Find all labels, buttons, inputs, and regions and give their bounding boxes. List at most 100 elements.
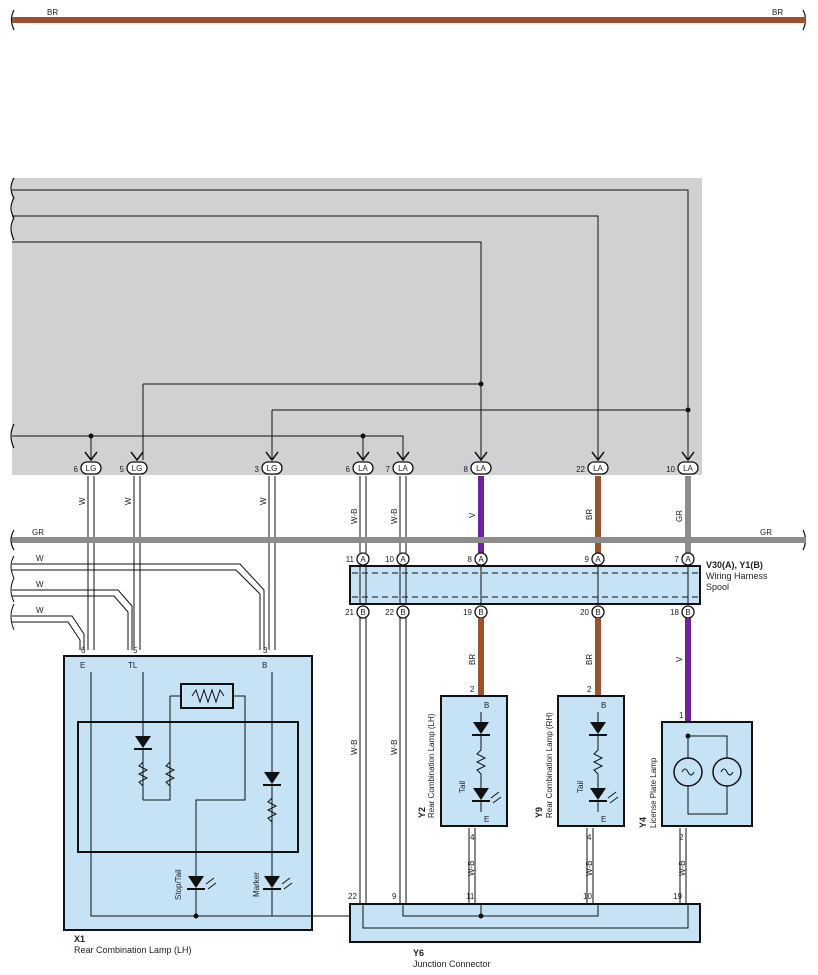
spool-pin-number: 22 — [385, 608, 394, 617]
spool-pin-bottom-4: B18 — [670, 605, 695, 619]
lower-label-wb1: W-B — [350, 740, 359, 755]
upper-connector-code: LA — [593, 464, 603, 473]
spool-pin-number: 8 — [468, 555, 473, 564]
spool-pin-code: A — [478, 555, 484, 564]
x1-pin-5: 5 — [133, 646, 138, 655]
upper-connector-code: LA — [398, 464, 408, 473]
y9-tail-label: Tail — [576, 781, 585, 793]
x1-terminal-tl: TL — [128, 661, 138, 670]
y2-pin-top: 2 — [470, 685, 475, 694]
spool-pin-bottom-2: B19 — [463, 605, 488, 619]
left-wire-label-1: W — [36, 554, 44, 563]
spool-pin-number: 10 — [385, 555, 394, 564]
x1-rear-combination-lamp: 6 5 3 E TL B — [63, 646, 363, 955]
spool-pin-top-0: A11 — [346, 552, 370, 566]
spool-pin-top-3: A9 — [585, 552, 605, 566]
lower-wires — [359, 618, 691, 904]
upper-connector-pin: 6 — [346, 465, 351, 474]
y2-id: Y2 — [417, 807, 427, 818]
upper-connector-code: LG — [267, 464, 278, 473]
lower-label-br2: BR — [585, 654, 594, 665]
spool-pin-code: B — [400, 608, 405, 617]
spool-id: V30(A), Y1(B) — [706, 560, 763, 570]
spool-pin-bottom-1: B 22 — [385, 605, 410, 619]
lower-label-wb4: W-B — [585, 861, 594, 876]
spool-pin-code: B — [478, 608, 483, 617]
top-br-bus: BR BR — [10, 8, 807, 31]
shaded-area — [12, 178, 702, 475]
upper-connector-pin: 6 — [74, 465, 79, 474]
y2-tail-label: Tail — [458, 781, 467, 793]
upper-connector-pin: 8 — [464, 465, 469, 474]
spool-pin-number: 9 — [585, 555, 590, 564]
lower-label-wb2: W-B — [390, 740, 399, 755]
y6-junction-connector: 22 9 11 10 19 Y6 Junction Connector — [348, 892, 701, 969]
wire-label-br: BR — [585, 509, 594, 520]
upper-wire-labels: W W W W-B W-B V BR GR — [78, 497, 684, 524]
y9-terminal-top: B — [601, 701, 606, 710]
upper-connector-pin: 7 — [386, 465, 391, 474]
upper-connector-3: LA 6 — [346, 451, 374, 475]
lower-label-br1: BR — [468, 654, 477, 665]
spool-pin-bottom-0: B21 — [345, 605, 370, 619]
y9-pin-top: 2 — [587, 685, 592, 694]
x1-stop-tail-label: Stop/Tail — [174, 869, 183, 900]
x1-terminal-b: B — [262, 661, 267, 670]
spool-pin-number: 7 — [675, 555, 680, 564]
y4-id: Y4 — [638, 817, 648, 828]
upper-connector-code: LA — [358, 464, 368, 473]
upper-connector-pin: 22 — [576, 465, 585, 474]
wire-label-w3: W — [259, 497, 268, 505]
junction-dots — [88, 381, 691, 439]
left-wire-label-3: W — [36, 606, 44, 615]
upper-connector-pin: 3 — [255, 465, 260, 474]
wire-label-wb2: W-B — [390, 509, 399, 524]
gr-bus: GR GR — [10, 528, 807, 551]
y6-pin-9: 9 — [392, 892, 397, 901]
x1-pin-6: 6 — [81, 646, 86, 655]
top-bus-left-label: BR — [47, 8, 58, 17]
spool-pin-code: B — [685, 608, 690, 617]
y9-terminal-bottom: E — [601, 815, 606, 824]
upper-connector-6: LA 22 — [576, 451, 609, 475]
spool-pin-number: 20 — [580, 608, 589, 617]
upper-connector-code: LA — [683, 464, 693, 473]
y6-pin-11: 11 — [466, 892, 475, 901]
upper-connector-1: LG5 — [120, 451, 148, 475]
lower-label-wb5: W-B — [678, 861, 687, 876]
gr-bus-right-label: GR — [760, 528, 772, 537]
wire-label-w1: W — [78, 497, 87, 505]
upper-connector-5: LA8 — [464, 451, 492, 475]
spool-pin-code: A — [360, 555, 366, 564]
y6-pin-22: 22 — [348, 892, 357, 901]
spool-pin-code: A — [595, 555, 601, 564]
x1-id: X1 — [74, 934, 85, 944]
y4-name: License Plate Lamp — [649, 757, 658, 828]
y2-terminal-top: B — [484, 701, 489, 710]
spool-name-2: Spool — [706, 582, 729, 592]
x1-pin-3: 3 — [263, 646, 268, 655]
x1-name: Rear Combination Lamp (LH) — [74, 945, 192, 955]
x1-terminal-e: E — [80, 661, 85, 670]
y4-pin-top: 1 — [679, 711, 684, 720]
y6-pin-19: 19 — [673, 892, 682, 901]
y2-terminal-bottom: E — [484, 815, 489, 824]
lower-wire-labels: W-B W-B BR BR V W-B W-B W-B — [350, 654, 687, 876]
spool-pin-code: A — [400, 555, 406, 564]
y9-name: Rear Combination Lamp (RH) — [545, 712, 554, 818]
spool-pin-code: B — [360, 608, 365, 617]
x1-marker-label: Marker — [252, 872, 261, 897]
left-wire-label-2: W — [36, 580, 44, 589]
upper-connector-0: LG 6 — [74, 451, 102, 475]
y6-pin-10: 10 — [583, 892, 592, 901]
upper-connector-code: LG — [86, 464, 97, 473]
spool-pin-code: A — [685, 555, 691, 564]
lower-label-v: V — [675, 656, 684, 662]
y9-id: Y9 — [534, 807, 544, 818]
y2-pin-bottom: 4 — [470, 833, 475, 842]
spool-pin-code: B — [595, 608, 600, 617]
spool-pin-top-2: A8 — [468, 552, 488, 566]
y6-name: Junction Connector — [413, 959, 491, 969]
